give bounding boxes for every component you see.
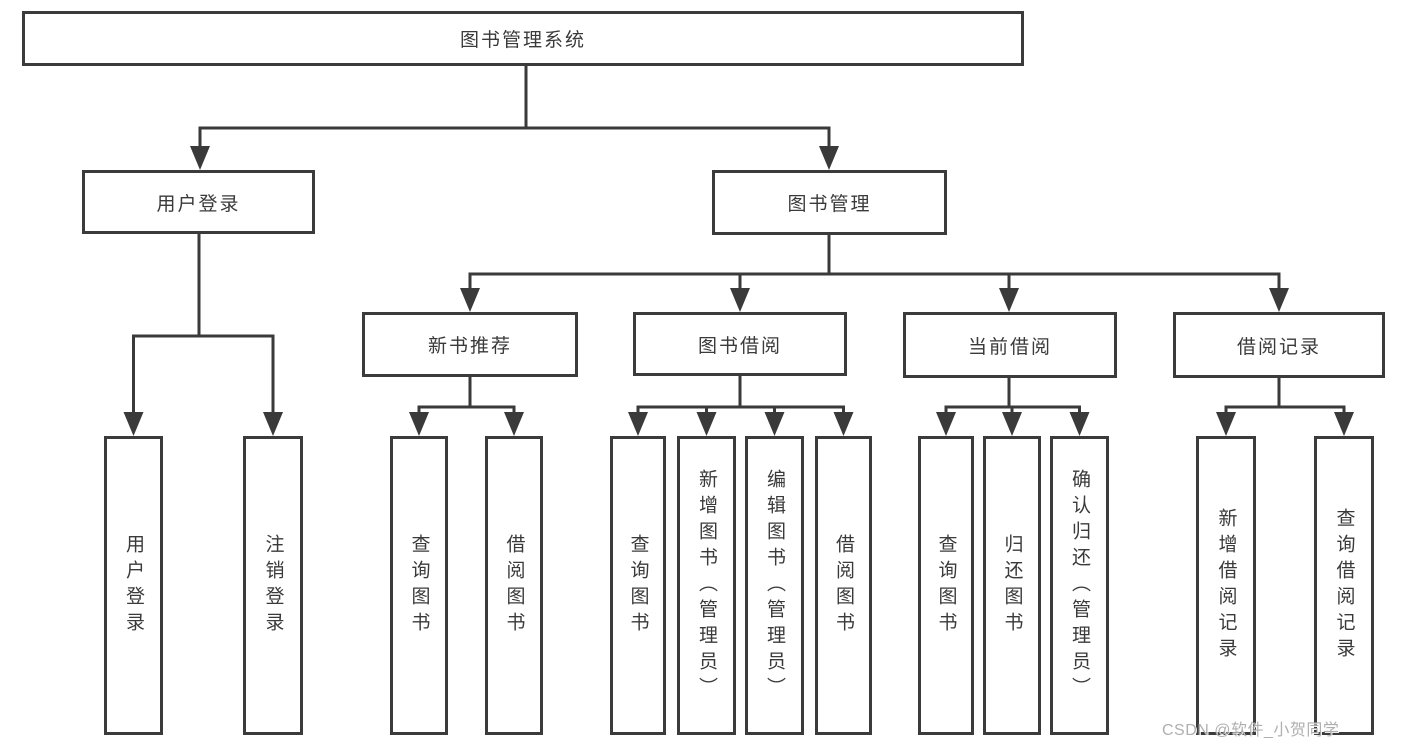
node-label: 图书管理系统 — [459, 30, 586, 51]
leaf-borrowing-add-books-admin: 新增图书（管理员） — [677, 436, 736, 735]
leaf-current-query-books: 查询图书 — [918, 436, 974, 735]
node-book-management-branch: 图书管理 — [712, 170, 947, 235]
leaf-records-query-borrow-record: 查询借阅记录 — [1314, 436, 1374, 735]
node-label: 确认归还（管理员） — [1069, 468, 1090, 703]
leaf-current-confirm-return-admin: 确认归还（管理员） — [1050, 436, 1109, 735]
node-label: 查询图书 — [935, 533, 957, 638]
node-new-book-recommendation: 新书推荐 — [362, 312, 578, 377]
node-label: 新书推荐 — [427, 336, 512, 357]
node-label: 新增图书（管理员） — [696, 468, 717, 703]
node-label: 借阅记录 — [1236, 336, 1321, 358]
node-label: 图书管理 — [787, 194, 872, 215]
node-label: 注销登录 — [262, 533, 284, 638]
leaf-borrowing-borrow-books: 借阅图书 — [815, 436, 872, 735]
node-label: 当前借阅 — [967, 336, 1052, 358]
node-borrowing-records: 借阅记录 — [1173, 312, 1385, 378]
leaf-newbooks-query-books: 查询图书 — [390, 436, 448, 735]
leaf-newbooks-borrow-books: 借阅图书 — [485, 436, 543, 735]
leaf-current-return-books: 归还图书 — [983, 436, 1041, 735]
node-label: 用户登录 — [156, 193, 241, 215]
leaf-records-add-borrow-record: 新增借阅记录 — [1196, 436, 1256, 735]
node-label: 归还图书 — [1001, 533, 1023, 638]
node-user-login-branch: 用户登录 — [82, 170, 315, 234]
node-label: 用户登录 — [123, 533, 144, 638]
node-current-borrowing: 当前借阅 — [903, 312, 1117, 378]
node-label: 借阅图书 — [503, 533, 525, 638]
node-label: 编辑图书（管理员） — [764, 468, 785, 703]
leaf-borrowing-query-books: 查询图书 — [610, 436, 666, 735]
node-label: 借阅图书 — [833, 533, 854, 638]
node-label: 新增借阅记录 — [1215, 507, 1237, 664]
leaf-borrowing-edit-books-admin: 编辑图书（管理员） — [745, 436, 804, 735]
node-book-borrowing: 图书借阅 — [633, 312, 847, 376]
node-label: 查询图书 — [627, 533, 649, 638]
node-library-management-system: 图书管理系统 — [22, 11, 1024, 66]
leaf-user-login: 用户登录 — [104, 436, 163, 735]
node-label: 查询图书 — [408, 533, 430, 638]
node-label: 查询借阅记录 — [1333, 507, 1355, 664]
csdn-watermark: CSDN @软件_小贺同学 — [1162, 722, 1340, 739]
node-label: 图书借阅 — [697, 335, 782, 357]
leaf-logout: 注销登录 — [243, 436, 303, 735]
